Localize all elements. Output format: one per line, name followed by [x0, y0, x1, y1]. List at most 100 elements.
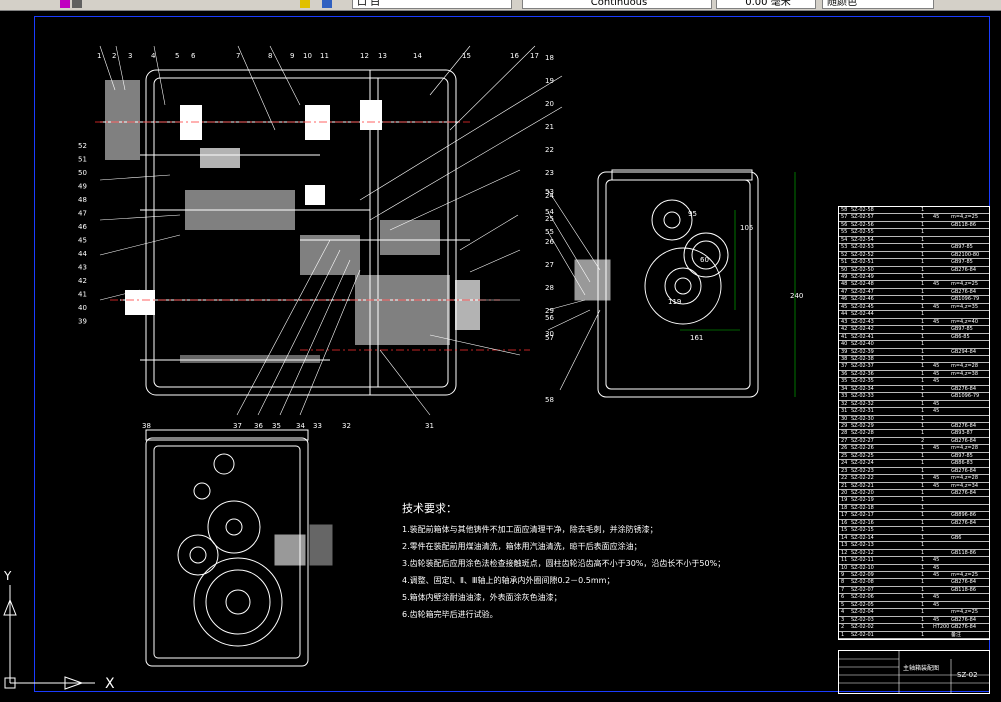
parts-cell-code: SZ-02-57 [851, 214, 874, 221]
parts-cell-code: SZ-02-54 [851, 236, 874, 243]
callout-9: 9 [290, 52, 294, 60]
parts-cell-no: 43 [841, 318, 848, 325]
parts-cell-code: SZ-02-25 [851, 452, 874, 459]
callout-28: 28 [545, 284, 554, 292]
callout-58: 58 [545, 396, 554, 404]
parts-cell-code: SZ-02-48 [851, 281, 874, 288]
callout-45: 45 [78, 237, 87, 245]
parts-cell-no: 3 [841, 616, 845, 623]
parts-cell-code: SZ-02-26 [851, 445, 874, 452]
parts-cell-code: SZ-02-22 [851, 475, 874, 482]
parts-cell-code: SZ-02-40 [851, 341, 874, 348]
parts-cell-spec: GB1096-79 [951, 296, 980, 303]
parts-cell-qty: 1 [921, 482, 925, 489]
drawing-name: 主轴箱装配图 [903, 665, 940, 672]
parts-cell-code: SZ-02-53 [851, 244, 874, 251]
callout-21: 21 [545, 123, 554, 131]
side-view [547, 169, 796, 398]
parts-cell-spec: GB1096-79 [951, 393, 980, 400]
parts-cell-qty: 1 [921, 214, 925, 221]
match-properties-icon[interactable] [300, 0, 310, 8]
parts-cell-code: SZ-02-12 [851, 549, 874, 556]
parts-cell-code: SZ-02-18 [851, 504, 874, 511]
parts-cell-mat: 45 [933, 214, 940, 221]
callout-22: 22 [545, 146, 554, 154]
parts-cell-no: 1 [841, 631, 845, 638]
parts-cell-qty: 1 [921, 259, 925, 266]
lineweight-dropdown[interactable]: 0.00 毫米 [716, 0, 816, 9]
parts-cell-qty: 1 [921, 341, 925, 348]
layer-state-icon[interactable] [72, 0, 82, 8]
parts-cell-no: 30 [841, 415, 848, 422]
parts-cell-qty: 1 [921, 497, 925, 504]
parts-cell-code: SZ-02-16 [851, 519, 874, 526]
tech-title: 技术要求： [402, 502, 457, 515]
parts-cell-code: SZ-02-37 [851, 363, 874, 370]
parts-cell-qty: 1 [921, 281, 925, 288]
parts-cell-code: SZ-02-58 [851, 207, 874, 213]
parts-cell-mat: 45 [933, 445, 940, 452]
parts-cell-no: 11 [841, 557, 848, 564]
callout-44: 44 [78, 250, 87, 258]
parts-cell-code: SZ-02-11 [851, 557, 874, 564]
parts-cell-no: 20 [841, 490, 848, 497]
callout-56: 56 [545, 314, 554, 322]
parts-cell-qty: 1 [921, 452, 925, 459]
parts-cell-mat: HT200 [933, 624, 950, 631]
parts-cell-no: 41 [841, 333, 848, 340]
parts-cell-no: 13 [841, 542, 848, 549]
parts-cell-code: SZ-02-39 [851, 348, 874, 355]
parts-cell-no: 40 [841, 341, 848, 348]
callout-3: 3 [128, 52, 132, 60]
parts-cell-mat: 45 [933, 400, 940, 407]
layer-dropdown[interactable]: 口 白 [352, 0, 512, 9]
parts-cell-spec: m=4,z=25 [951, 214, 979, 221]
layer-color-icon[interactable] [60, 0, 70, 8]
callout-34: 34 [296, 422, 305, 430]
parts-cell-qty: 2 [921, 437, 925, 444]
parts-cell-spec: GB276-84 [951, 579, 977, 586]
linetype-dropdown[interactable]: Continuous [522, 0, 712, 9]
parts-cell-no: 15 [841, 527, 848, 534]
callout-35: 35 [272, 422, 281, 430]
housing-outline [145, 69, 457, 396]
parts-cell-qty: 1 [921, 586, 925, 593]
parts-cell-spec: GB97-85 [951, 259, 973, 266]
parts-cell-qty: 1 [921, 609, 925, 616]
callout-33: 33 [313, 422, 322, 430]
parts-cell-qty: 1 [921, 549, 925, 556]
title-block: 主轴箱装配图 SZ-02 [838, 650, 990, 694]
callout-30: 30 [545, 330, 554, 338]
parts-cell-mat: 45 [933, 318, 940, 325]
parts-cell-no: 50 [841, 266, 848, 273]
parts-cell-mat: 45 [933, 303, 940, 310]
callout-48: 48 [78, 196, 87, 204]
parts-cell-spec: GB276-84 [951, 616, 977, 623]
callout-43: 43 [78, 264, 87, 272]
parts-cell-code: SZ-02-21 [851, 482, 874, 489]
callout-46: 46 [78, 223, 87, 231]
parts-cell-qty: 1 [921, 400, 925, 407]
callout-15: 15 [462, 52, 471, 60]
callout-31: 31 [425, 422, 434, 430]
callout-42: 42 [78, 277, 87, 285]
parts-cell-qty: 1 [921, 378, 925, 385]
layer-previous-icon[interactable] [322, 0, 332, 8]
parts-cell-spec: GB896-86 [951, 512, 977, 519]
parts-cell-no: 29 [841, 423, 848, 429]
parts-cell-mat: 45 [933, 370, 940, 377]
plotstyle-dropdown[interactable]: 随颜色 [822, 0, 934, 9]
